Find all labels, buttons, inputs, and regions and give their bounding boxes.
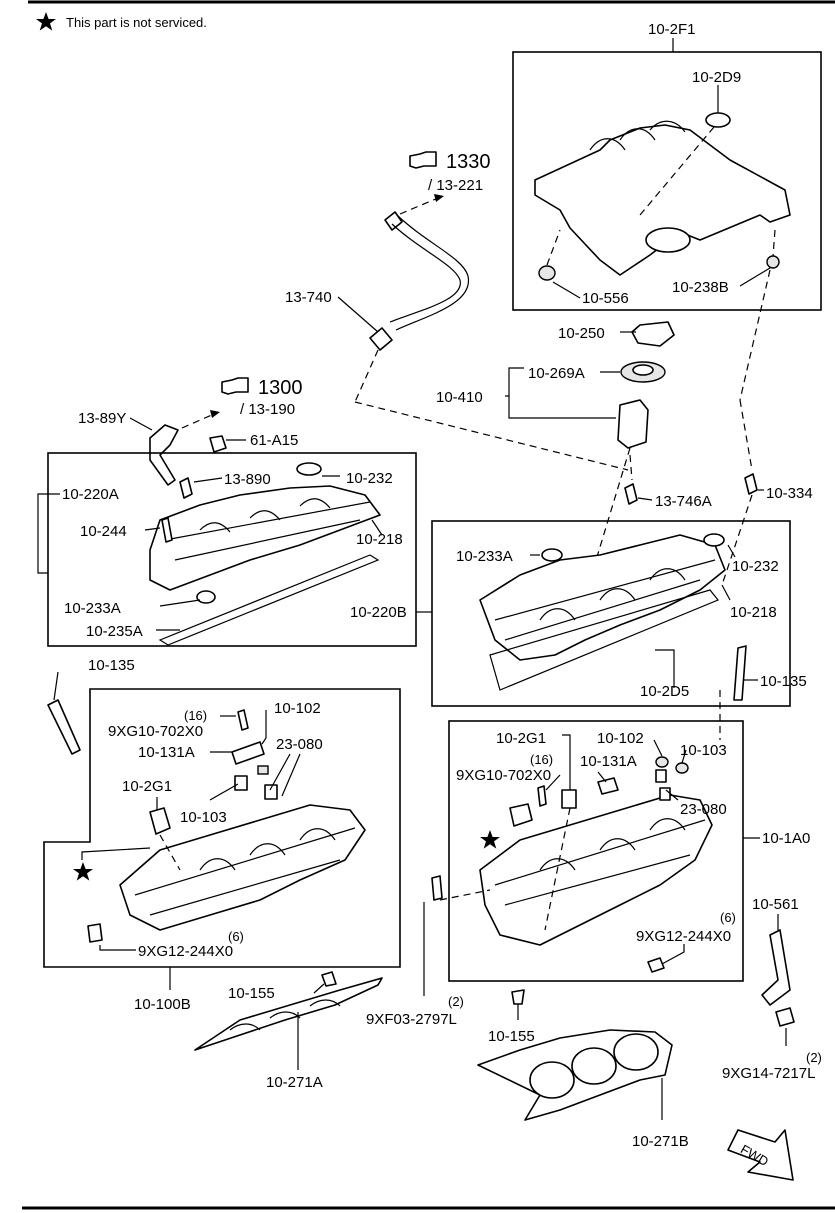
- label-10-155-left: 10-155: [228, 985, 275, 1002]
- label-23-080-right: 23-080: [680, 801, 727, 818]
- label-10-131A-right: 10-131A: [580, 753, 637, 770]
- pointing-hand-icon: [221, 377, 249, 395]
- label-10-250: 10-250: [558, 325, 605, 342]
- label-23-080-left: 23-080: [276, 736, 323, 753]
- label-10-269A: 10-269A: [528, 365, 585, 382]
- cylinder-head-right-group: [423, 720, 760, 996]
- label-10-218-right: 10-218: [730, 604, 777, 621]
- label-61-A15: 61-A15: [250, 432, 298, 449]
- svg-text:/ 13-190: / 13-190: [240, 401, 295, 418]
- label-10-2G1-left: 10-2G1: [122, 778, 172, 795]
- label-10-103-right: 10-103: [680, 742, 727, 759]
- label-10-103-left: 10-103: [180, 809, 227, 826]
- label-10-232-right: 10-232: [732, 558, 779, 575]
- legend: This part is not serviced.: [36, 12, 207, 31]
- label-13-89Y: 13-89Y: [78, 410, 126, 427]
- label-10-233A-left: 10-233A: [64, 600, 121, 617]
- star-icon: [36, 12, 56, 31]
- label-9XG12-244X0-left: 9XG12-244X0: [138, 943, 233, 960]
- label-9XG12-244X0-right: 9XG12-244X0: [636, 928, 731, 945]
- head-gasket-right: [477, 1029, 673, 1121]
- label-10-2F1: 10-2F1: [648, 21, 696, 38]
- label-10-102-right: 10-102: [597, 730, 644, 747]
- label-10-155-right: 10-155: [488, 1028, 535, 1045]
- label-9XF03-2797L: 9XF03-2797L: [366, 1011, 457, 1028]
- label-9XG14-7217L: 9XG14-7217L: [722, 1065, 815, 1082]
- breather-hose: [337, 211, 629, 471]
- label-10-561: 10-561: [752, 896, 799, 913]
- head-cover-right-group: [431, 269, 791, 707]
- label-qty16-right: (16): [530, 752, 553, 767]
- label-qty2-middle: (2): [448, 994, 464, 1009]
- label-9XG10-702X0-left: 9XG10-702X0: [108, 723, 203, 740]
- star-icon: [480, 830, 500, 849]
- label-10-102-left: 10-102: [274, 700, 321, 717]
- label-10-233A-right: 10-233A: [456, 548, 513, 565]
- head-cover-left-group: [37, 452, 432, 647]
- label-10-271B: 10-271B: [632, 1133, 689, 1150]
- svg-text:1330: 1330: [446, 151, 491, 173]
- label-9XG10-702X0-right: 9XG10-702X0: [456, 767, 551, 784]
- label-10-218-left: 10-218: [356, 531, 403, 548]
- legend-text: This part is not serviced.: [66, 15, 207, 30]
- oil-filler-group: [505, 321, 675, 581]
- ref-1330-group: 1330 / 13-221: [399, 151, 491, 215]
- label-qty16-left: (16): [184, 708, 207, 723]
- label-qty2-right: (2): [806, 1050, 822, 1065]
- part-labels: 10-2F1 10-2D9 10-556 10-238B 13-740 10-2…: [62, 21, 822, 1150]
- head-gasket-left: [194, 977, 383, 1070]
- engine-cover-group: [512, 38, 822, 311]
- plug-10-155-right: [511, 989, 525, 1005]
- label-10-235A: 10-235A: [86, 623, 143, 640]
- label-10-2G1-right: 10-2G1: [496, 730, 546, 747]
- label-10-220B: 10-220B: [350, 604, 407, 621]
- svg-text:/ 13-221: / 13-221: [428, 177, 483, 194]
- pcv-hose: [129, 417, 246, 499]
- label-10-135-left: 10-135: [88, 657, 135, 674]
- label-13-740: 13-740: [285, 289, 332, 306]
- star-icon: [73, 862, 93, 881]
- cylinder-head-left-group: [43, 688, 401, 990]
- label-13-746A: 13-746A: [655, 493, 712, 510]
- label-10-271A: 10-271A: [266, 1074, 323, 1091]
- label-10-232-left: 10-232: [346, 470, 393, 487]
- bolts-10-135: [47, 645, 758, 755]
- ref-1300-group: 1300 / 13-190: [181, 377, 303, 429]
- label-qty6-left: (6): [228, 929, 244, 944]
- svg-text:1300: 1300: [258, 377, 303, 399]
- label-10-2D5: 10-2D5: [640, 683, 689, 700]
- label-10-135-right: 10-135: [760, 673, 807, 690]
- label-10-556: 10-556: [582, 290, 629, 307]
- fwd-arrow-icon: FWD: [727, 1129, 794, 1181]
- label-10-244: 10-244: [80, 523, 127, 540]
- plug-10-155-left: [321, 971, 337, 987]
- label-10-410: 10-410: [436, 389, 483, 406]
- pointing-hand-icon: [409, 151, 437, 169]
- label-10-131A-left: 10-131A: [138, 744, 195, 761]
- label-10-1A0: 10-1A0: [762, 830, 810, 847]
- label-10-334: 10-334: [766, 485, 813, 502]
- label-10-100B: 10-100B: [134, 996, 191, 1013]
- label-10-2D9: 10-2D9: [692, 69, 741, 86]
- bracket-10-561: [761, 914, 795, 1046]
- label-10-238B: 10-238B: [672, 279, 729, 296]
- label-13-890: 13-890: [224, 471, 271, 488]
- label-qty6-right: (6): [720, 910, 736, 925]
- label-10-220A: 10-220A: [62, 486, 119, 503]
